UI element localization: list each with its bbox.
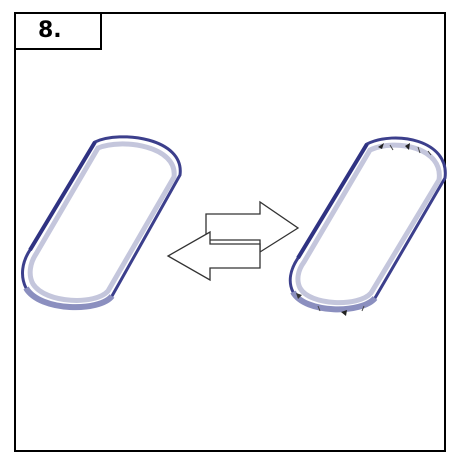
step-number: 8. xyxy=(14,12,102,50)
arrow-left-icon xyxy=(166,230,261,282)
marked-ring-icon xyxy=(288,136,447,316)
plain-ring-icon xyxy=(21,135,182,311)
arrow-right-icon xyxy=(205,200,300,254)
